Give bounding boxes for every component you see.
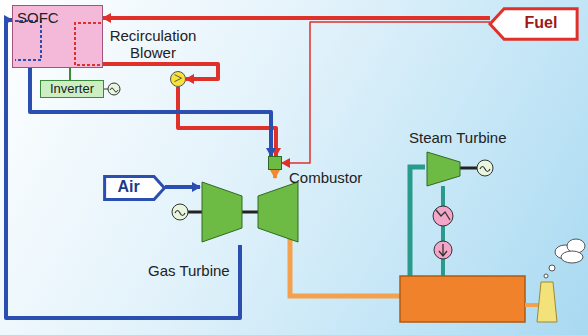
st-shaft xyxy=(460,167,477,170)
ac-symbol xyxy=(108,83,120,95)
flow-connector xyxy=(165,185,200,189)
compressor xyxy=(202,182,242,242)
node-label: Air xyxy=(104,176,165,198)
flow-connector xyxy=(178,87,276,156)
node-label: Gas Turbine xyxy=(148,262,230,279)
node-label: Combustor xyxy=(289,169,362,186)
hrsg xyxy=(400,276,525,322)
exhaust-line xyxy=(290,238,400,296)
flow-connector xyxy=(103,16,490,20)
smoke-cloud xyxy=(544,239,585,278)
turbine xyxy=(258,182,298,242)
node-label: Steam Turbine xyxy=(409,129,507,146)
blower-circle: Recirculation Blower xyxy=(170,71,186,87)
blower-symbol xyxy=(171,72,185,86)
combustor-box: Combustor xyxy=(268,156,282,170)
node-label: SOFC xyxy=(17,9,59,26)
steam-turbine-body xyxy=(427,152,460,186)
node-label: Inverter xyxy=(41,81,103,97)
flow-connector xyxy=(103,64,218,79)
fuel-tag: Fuel xyxy=(490,8,578,40)
sofc-box: SOFC xyxy=(12,5,103,68)
condenser-symbol xyxy=(433,206,453,226)
flow-connector xyxy=(273,170,277,178)
pump-symbol xyxy=(434,241,452,259)
inverter-lead xyxy=(104,89,108,90)
flow-connector xyxy=(69,68,71,80)
flow-connector xyxy=(30,68,271,156)
node-label: Recirculation Blower xyxy=(103,27,203,61)
generator-symbol xyxy=(172,204,188,220)
gas-turbine: Gas Turbine xyxy=(200,178,300,245)
air-tag: Air xyxy=(104,176,165,200)
stack xyxy=(537,282,557,322)
inverter-box: Inverter xyxy=(40,80,104,98)
generator-symbol xyxy=(477,160,493,176)
node-label: Fuel xyxy=(490,8,578,38)
condensate-line xyxy=(441,186,445,276)
steam-turbine: Steam Turbine xyxy=(425,150,462,187)
steam-line xyxy=(410,167,425,276)
flue-line xyxy=(525,303,540,307)
